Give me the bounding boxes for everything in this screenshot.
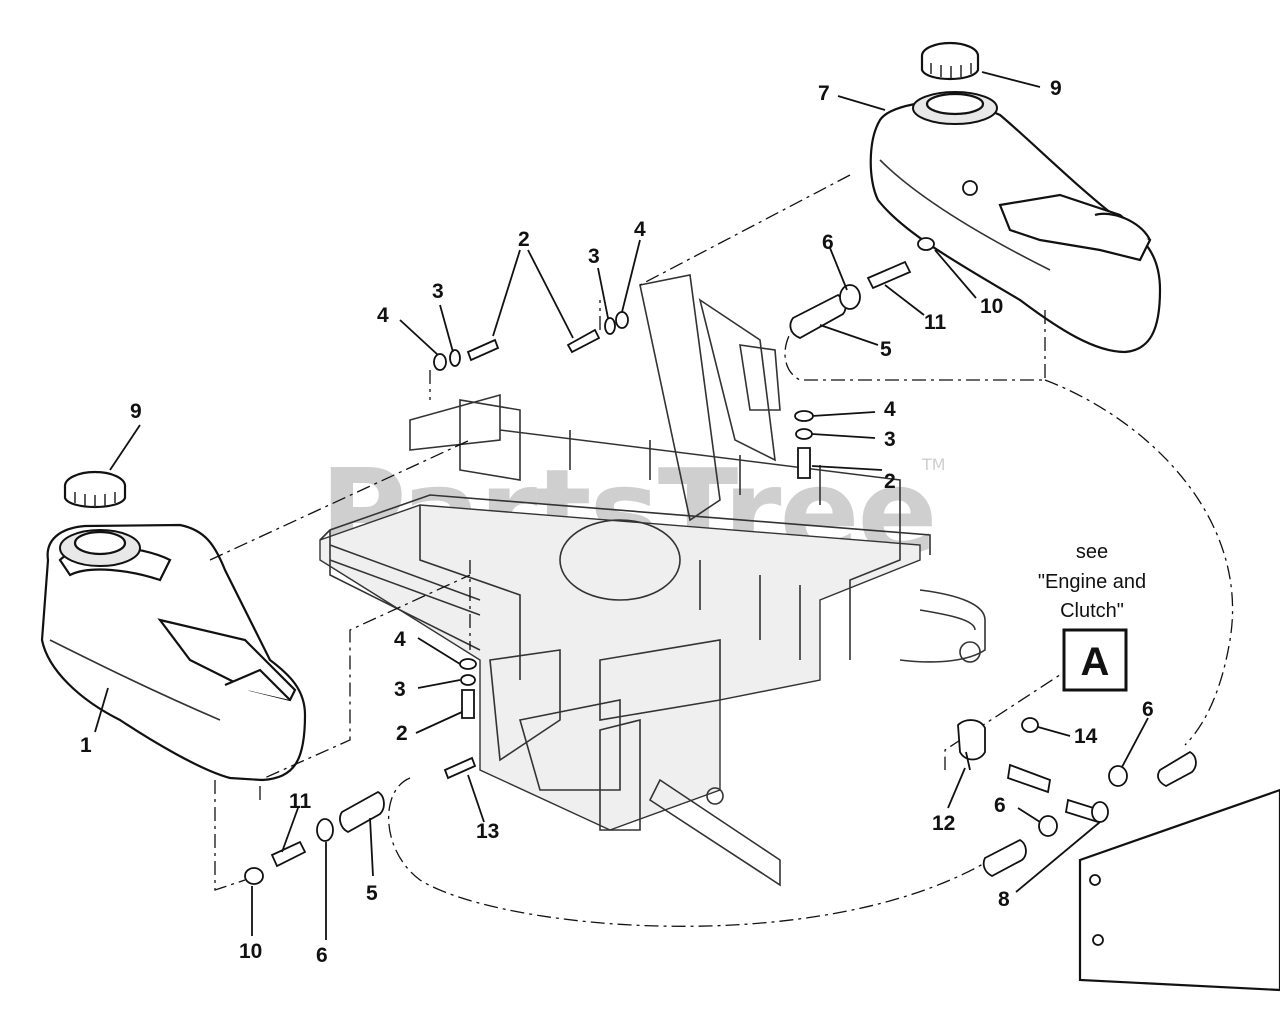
right-fuel-tank xyxy=(869,91,1162,354)
callout-3-mid: 3 xyxy=(394,678,406,701)
left-fuel-tank xyxy=(40,523,307,782)
callout-9-right: 9 xyxy=(1050,77,1062,100)
callout-labels: 1 9 9 7 4 3 2 3 4 6 5 11 10 4 3 2 4 3 2 … xyxy=(80,77,1154,967)
reference-box xyxy=(1062,628,1128,692)
reference-box-letter: A xyxy=(1081,640,1110,684)
callout-4-right: 4 xyxy=(884,398,896,421)
callout-10-upper: 10 xyxy=(980,295,1003,318)
callout-2-upper: 2 xyxy=(518,228,530,251)
reference-line-3: Clutch" xyxy=(1060,600,1124,622)
engine-clutch-reference: see "Engine and Clutch" A xyxy=(1038,541,1146,692)
callout-6-upper: 6 xyxy=(822,231,834,254)
callout-5-upper: 5 xyxy=(880,338,892,361)
callout-4-mid: 4 xyxy=(394,628,406,651)
callout-8: 8 xyxy=(998,888,1010,911)
callout-9-left: 9 xyxy=(130,400,142,423)
callout-6-lower-mid: 6 xyxy=(994,794,1006,817)
assembly-lines xyxy=(209,174,1234,927)
callout-6-lower-right: 6 xyxy=(1142,698,1154,721)
callout-3-right: 3 xyxy=(884,428,896,451)
callout-6-lower-left: 6 xyxy=(316,944,328,967)
callout-3-upper-right: 3 xyxy=(588,245,600,268)
hardware xyxy=(244,237,1197,885)
callout-4-upper-right: 4 xyxy=(634,218,646,241)
watermark-trademark: TM xyxy=(921,455,946,474)
left-fuel-cap xyxy=(63,470,127,508)
callout-3-upper: 3 xyxy=(432,280,444,303)
callout-12: 12 xyxy=(932,812,955,835)
reference-line-1: see xyxy=(1076,541,1108,563)
callout-2-right: 2 xyxy=(884,470,896,493)
callout-13: 13 xyxy=(476,820,499,843)
callout-2-mid: 2 xyxy=(396,722,408,745)
chassis-frame xyxy=(319,274,986,887)
reference-line-2: "Engine and xyxy=(1038,571,1146,593)
callout-7: 7 xyxy=(818,82,830,105)
right-fuel-cap xyxy=(920,41,980,80)
callout-10-lower: 10 xyxy=(239,940,262,963)
callout-1: 1 xyxy=(80,734,92,757)
bracket-plate xyxy=(1078,788,1280,992)
callout-11-upper: 11 xyxy=(924,311,947,334)
callout-11-lower: 11 xyxy=(289,790,312,813)
leader-lines xyxy=(94,71,1149,940)
callout-4-upper: 4 xyxy=(377,304,389,327)
callout-14: 14 xyxy=(1074,725,1098,748)
callout-5-lower: 5 xyxy=(366,882,378,905)
